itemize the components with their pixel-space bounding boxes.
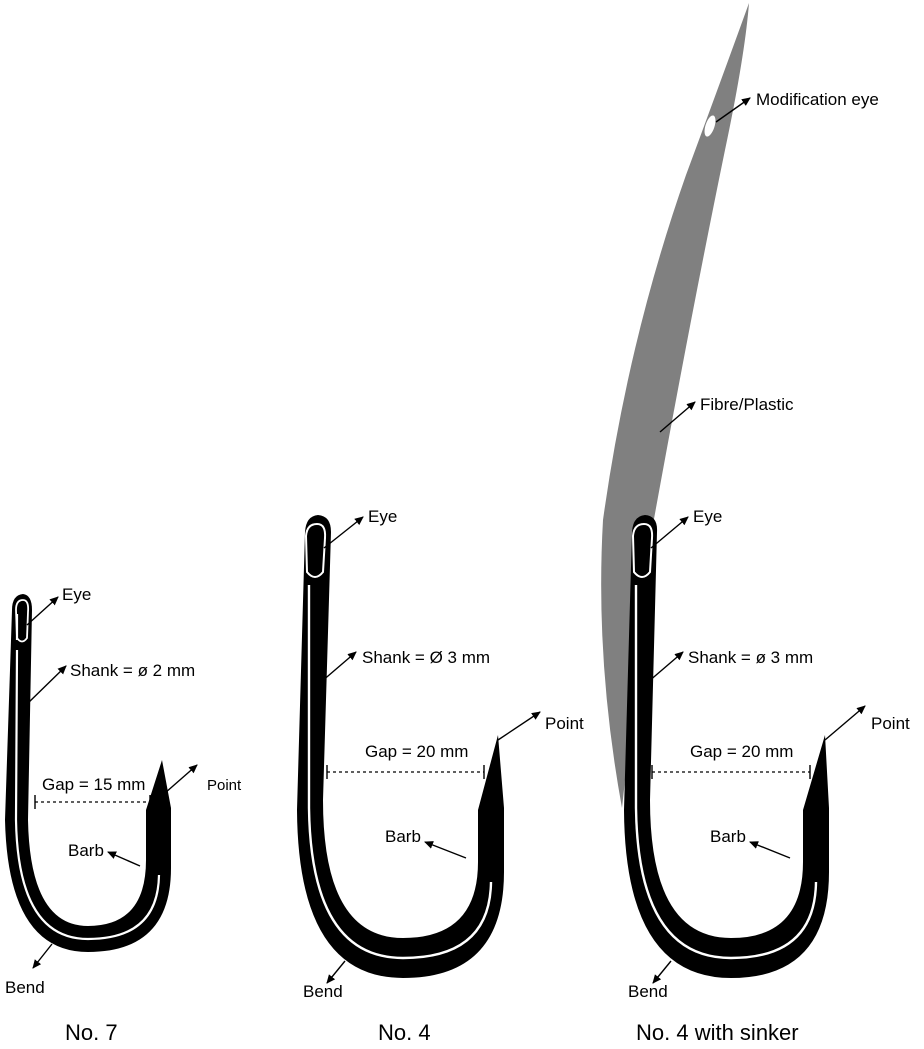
no4-bend-leader <box>326 960 346 984</box>
no4-point-leader <box>497 711 541 741</box>
no4-point-label: Point <box>545 714 584 733</box>
no7-shank-label: Shank = ø 2 mm <box>70 661 195 680</box>
hook-no4-body <box>297 515 504 978</box>
no4-eye-label: Eye <box>368 507 397 526</box>
no4-eye-leader <box>323 516 364 549</box>
no7-point-leader <box>164 764 198 794</box>
no7-point-label: Point <box>207 777 242 794</box>
hook-no4-wire-highlight <box>307 585 493 960</box>
no4s-gap-label: Gap = 20 mm <box>690 742 793 761</box>
no4-barb-leader <box>424 841 467 859</box>
no7-eye-leader <box>26 596 59 626</box>
sinker-modification-eye-leader <box>715 97 751 123</box>
no7-bend-label: Bend <box>5 978 45 997</box>
no4-bend-label: Bend <box>303 982 343 1001</box>
no4-gap-label: Gap = 20 mm <box>365 742 468 761</box>
modification-eye-hole <box>704 115 716 137</box>
sinker-modification-eye-label: Modification eye <box>756 90 879 109</box>
hook-no4-sinker-wire-highlight <box>634 585 818 960</box>
hook-no4-eye <box>304 522 327 578</box>
no4-shank-label: Shank = Ø 3 mm <box>362 648 490 667</box>
no4s-bend-leader <box>652 960 672 984</box>
sinker-material-label: Fibre/Plastic <box>700 395 794 414</box>
no4-barb-label: Barb <box>385 827 421 846</box>
no7-bend-leader <box>32 943 53 969</box>
hook-no7 <box>5 594 171 952</box>
no4s-bend-label: Bend <box>628 982 668 1001</box>
no4-shank-leader <box>320 651 357 683</box>
hook-no4-sinker-eye <box>631 522 654 578</box>
hook-no4-sinker-body <box>624 515 829 978</box>
no7-barb-label: Barb <box>68 841 104 860</box>
no7-shank-leader <box>25 665 67 706</box>
hook-no4 <box>297 515 504 978</box>
no7-barb-leader <box>107 851 141 867</box>
no7-caption: No. 7 <box>65 1020 118 1045</box>
sinker-material-leader <box>659 401 696 433</box>
no4s-shank-label: Shank = ø 3 mm <box>688 648 813 667</box>
no4s-caption: No. 4 with sinker <box>636 1020 799 1045</box>
no7-eye-label: Eye <box>62 585 91 604</box>
no7-gap-label: Gap = 15 mm <box>42 775 145 794</box>
hook-no7-eye <box>15 599 30 643</box>
no4s-barb-label: Barb <box>710 827 746 846</box>
hook-no4-sinker <box>624 515 829 978</box>
no4s-barb-leader <box>749 841 791 859</box>
no4s-shank-leader <box>647 651 684 683</box>
no4s-eye-leader <box>650 516 689 549</box>
no4-caption: No. 4 <box>378 1020 431 1045</box>
hook-no7-body <box>5 594 171 952</box>
no4s-point-label: Point <box>871 714 910 733</box>
no4s-point-leader <box>824 705 866 741</box>
no4s-eye-label: Eye <box>693 507 722 526</box>
